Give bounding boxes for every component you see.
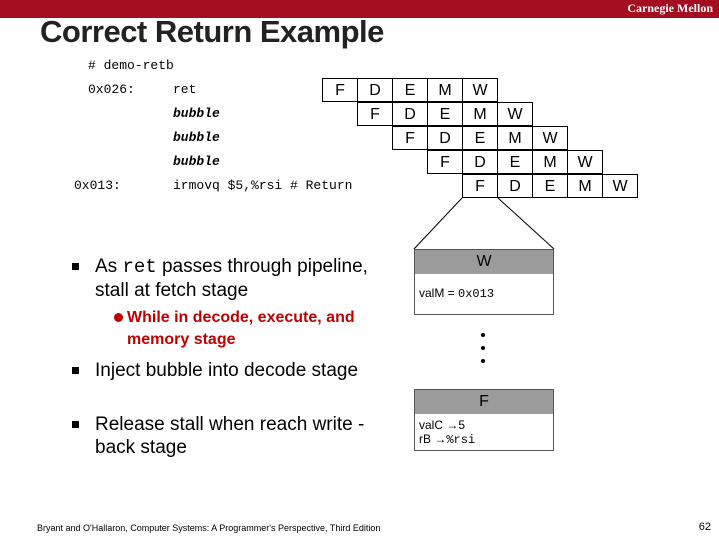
f-register: F valC →5 rB →%rsi — [414, 389, 554, 451]
f-register-rb: rB →%rsi — [419, 432, 476, 447]
instr-bubble-2: bubble — [173, 130, 220, 145]
stage-cell: W — [497, 102, 533, 126]
ret-code: ret — [122, 256, 157, 278]
bullet-marker — [72, 367, 79, 374]
bullet-marker — [72, 263, 79, 270]
ellipsis-dot — [481, 346, 485, 350]
w-register: W valM = 0x013 — [414, 249, 554, 315]
arrow-icon: → — [446, 418, 459, 432]
bullet-inject-bubble: Inject bubble into decode stage — [95, 360, 359, 381]
brand-label: Carnegie Mellon — [627, 1, 713, 15]
slide-title: Correct Return Example — [40, 14, 384, 49]
sub-bullet-stages: While in decode, execute, and memory sta… — [127, 309, 355, 348]
f-register-valc: valC →5 — [419, 418, 466, 432]
ellipsis-dot — [481, 359, 485, 363]
page-number: 62 — [698, 521, 711, 533]
bullet-marker — [72, 421, 79, 428]
ellipsis-dot — [481, 333, 485, 337]
address-irmovq: 0x013: — [74, 178, 121, 193]
stage-cell: W — [602, 174, 638, 198]
stage-cell: W — [567, 150, 603, 174]
code-comment: # demo-retb — [88, 58, 174, 73]
stage-cell: W — [462, 78, 498, 102]
w-register-valm: valM = 0x013 — [419, 286, 495, 301]
top-bar: Carnegie Mellon — [0, 0, 719, 18]
stage-cell: W — [532, 126, 568, 150]
instr-bubble-3: bubble — [173, 154, 220, 169]
footer-citation: Bryant and O'Hallaron, Computer Systems:… — [37, 523, 381, 533]
bullet-ret-stall: As ret passes through pipeline, stall at… — [95, 256, 368, 301]
arrow-icon: → — [434, 432, 447, 446]
address-ret: 0x026: — [88, 82, 135, 97]
instr-irmovq: irmovq $5,%rsi # Return — [173, 178, 353, 193]
f-register-label: F — [415, 390, 553, 414]
sub-bullet-dot — [114, 313, 123, 322]
w-register-label: W — [415, 250, 553, 274]
instr-ret: ret — [173, 82, 197, 97]
bullet-release-stall: Release stall when reach write -back sta… — [95, 414, 365, 458]
instr-bubble-1: bubble — [173, 106, 220, 121]
